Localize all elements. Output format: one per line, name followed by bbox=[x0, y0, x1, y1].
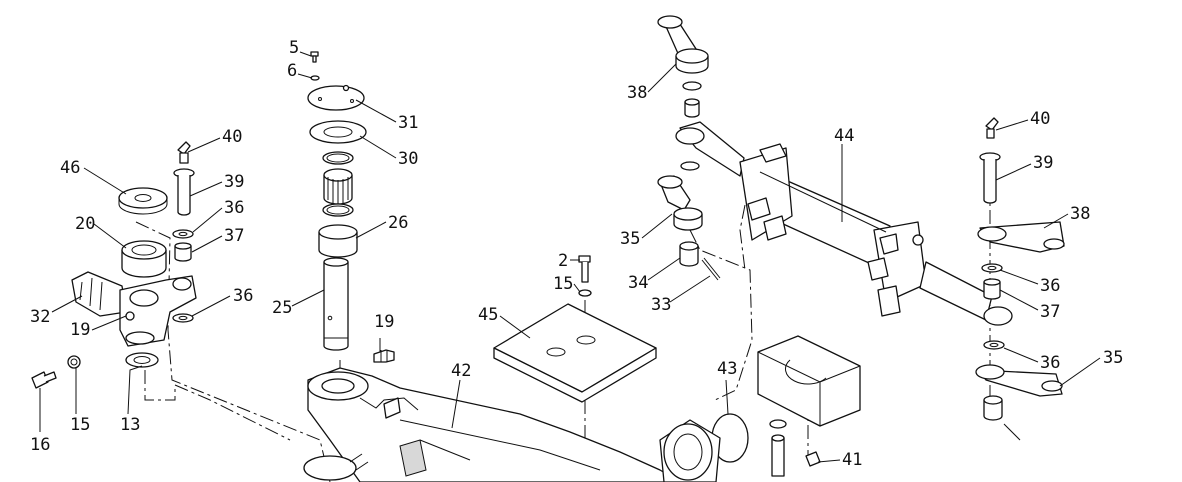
callout-c39b: 39 bbox=[1033, 153, 1053, 173]
callout-c44: 44 bbox=[834, 126, 854, 146]
washer-15-center bbox=[578, 289, 592, 297]
callout-c32: 32 bbox=[30, 307, 50, 327]
callout-c33: 33 bbox=[651, 295, 671, 315]
callout-c2: 2 bbox=[558, 251, 568, 271]
washer-36-right-bottom bbox=[983, 340, 1005, 350]
callout-c36b: 36 bbox=[233, 286, 253, 306]
steering-cylinder-44 bbox=[675, 121, 1013, 326]
callout-c34: 34 bbox=[628, 273, 648, 293]
callout-c41: 41 bbox=[842, 450, 862, 470]
bushing-sleeve bbox=[659, 419, 721, 482]
king-pin-39-left bbox=[173, 168, 195, 216]
steering-knuckle-32 bbox=[71, 271, 197, 347]
callout-c42: 42 bbox=[451, 361, 471, 381]
bushing-20 bbox=[121, 240, 167, 278]
callout-c46: 46 bbox=[60, 158, 80, 178]
roller-bearing bbox=[323, 168, 353, 205]
bolt-washer-stack bbox=[769, 419, 787, 477]
callout-c26: 26 bbox=[388, 213, 408, 233]
callout-c40b: 40 bbox=[1030, 109, 1050, 129]
callout-c39a: 39 bbox=[224, 172, 244, 192]
cotter-pin-33 bbox=[701, 257, 721, 281]
axle-beam-42 bbox=[303, 367, 681, 482]
callout-c35b: 35 bbox=[1103, 348, 1123, 368]
shim-30 bbox=[309, 120, 367, 144]
washer-6 bbox=[310, 75, 320, 81]
clamp-block bbox=[757, 335, 861, 427]
callout-c6: 6 bbox=[287, 61, 297, 81]
callout-c20: 20 bbox=[75, 214, 95, 234]
washer-13 bbox=[125, 352, 159, 368]
bolt-5 bbox=[310, 51, 319, 63]
callout-c16: 16 bbox=[30, 435, 50, 455]
washer-36-left-bottom bbox=[172, 313, 194, 323]
plate-45 bbox=[493, 303, 657, 403]
callout-c38b: 38 bbox=[1070, 204, 1090, 224]
bushing-26 bbox=[318, 224, 358, 258]
washer-38-stack bbox=[680, 81, 702, 171]
callout-c43: 43 bbox=[717, 359, 737, 379]
leader-lines bbox=[39, 51, 1101, 463]
callout-c13: 13 bbox=[120, 415, 140, 435]
callout-c5: 5 bbox=[289, 38, 299, 58]
callout-c36c: 36 bbox=[1040, 276, 1060, 296]
washer-36-left-top bbox=[172, 229, 194, 239]
callout-c40a: 40 bbox=[222, 127, 242, 147]
snap-ring bbox=[322, 151, 354, 165]
callout-c31: 31 bbox=[398, 113, 418, 133]
grease-fitting-40-left bbox=[177, 141, 191, 164]
castle-nut-34 bbox=[679, 241, 699, 267]
plug-16 bbox=[31, 371, 57, 389]
callout-c15a: 15 bbox=[70, 415, 90, 435]
king-pin-39-right bbox=[979, 152, 1001, 204]
callout-c36a: 36 bbox=[224, 198, 244, 218]
callout-c15b: 15 bbox=[553, 274, 573, 294]
callout-c37b: 37 bbox=[1040, 302, 1060, 322]
callout-c36d: 36 bbox=[1040, 353, 1060, 373]
steering-arm-35-right bbox=[975, 364, 1063, 397]
callout-c45: 45 bbox=[478, 305, 498, 325]
steering-arm-38-top bbox=[657, 15, 709, 74]
cover-plate-31 bbox=[307, 84, 365, 111]
callout-c25: 25 bbox=[272, 298, 292, 318]
bushing-37-right bbox=[983, 278, 1001, 300]
steering-arm-38-right bbox=[977, 221, 1065, 253]
castle-nut-right bbox=[983, 395, 1021, 441]
seal-15-left bbox=[67, 355, 81, 369]
callout-c19a: 19 bbox=[70, 320, 90, 340]
steering-arm-35-center bbox=[657, 175, 703, 231]
callout-c35a: 35 bbox=[620, 229, 640, 249]
grease-fitting-19-center bbox=[373, 349, 395, 363]
pivot-pin-25 bbox=[323, 257, 349, 351]
retaining-ring bbox=[322, 203, 354, 217]
washer-36-right-top bbox=[981, 263, 1003, 273]
bolt-2 bbox=[578, 255, 591, 283]
washer-46 bbox=[118, 187, 168, 215]
callout-c19b: 19 bbox=[374, 312, 394, 332]
callout-c37a: 37 bbox=[224, 226, 244, 246]
bushing-37-left bbox=[174, 242, 192, 262]
callout-labels: 5 6 31 30 26 25 19 46 40 39 36 20 37 36 32 19 16 15 13 38 44… bbox=[30, 38, 1123, 470]
callout-c38a: 38 bbox=[627, 83, 647, 103]
callout-c30: 30 bbox=[398, 149, 418, 169]
grease-fitting-40-right bbox=[985, 117, 999, 139]
